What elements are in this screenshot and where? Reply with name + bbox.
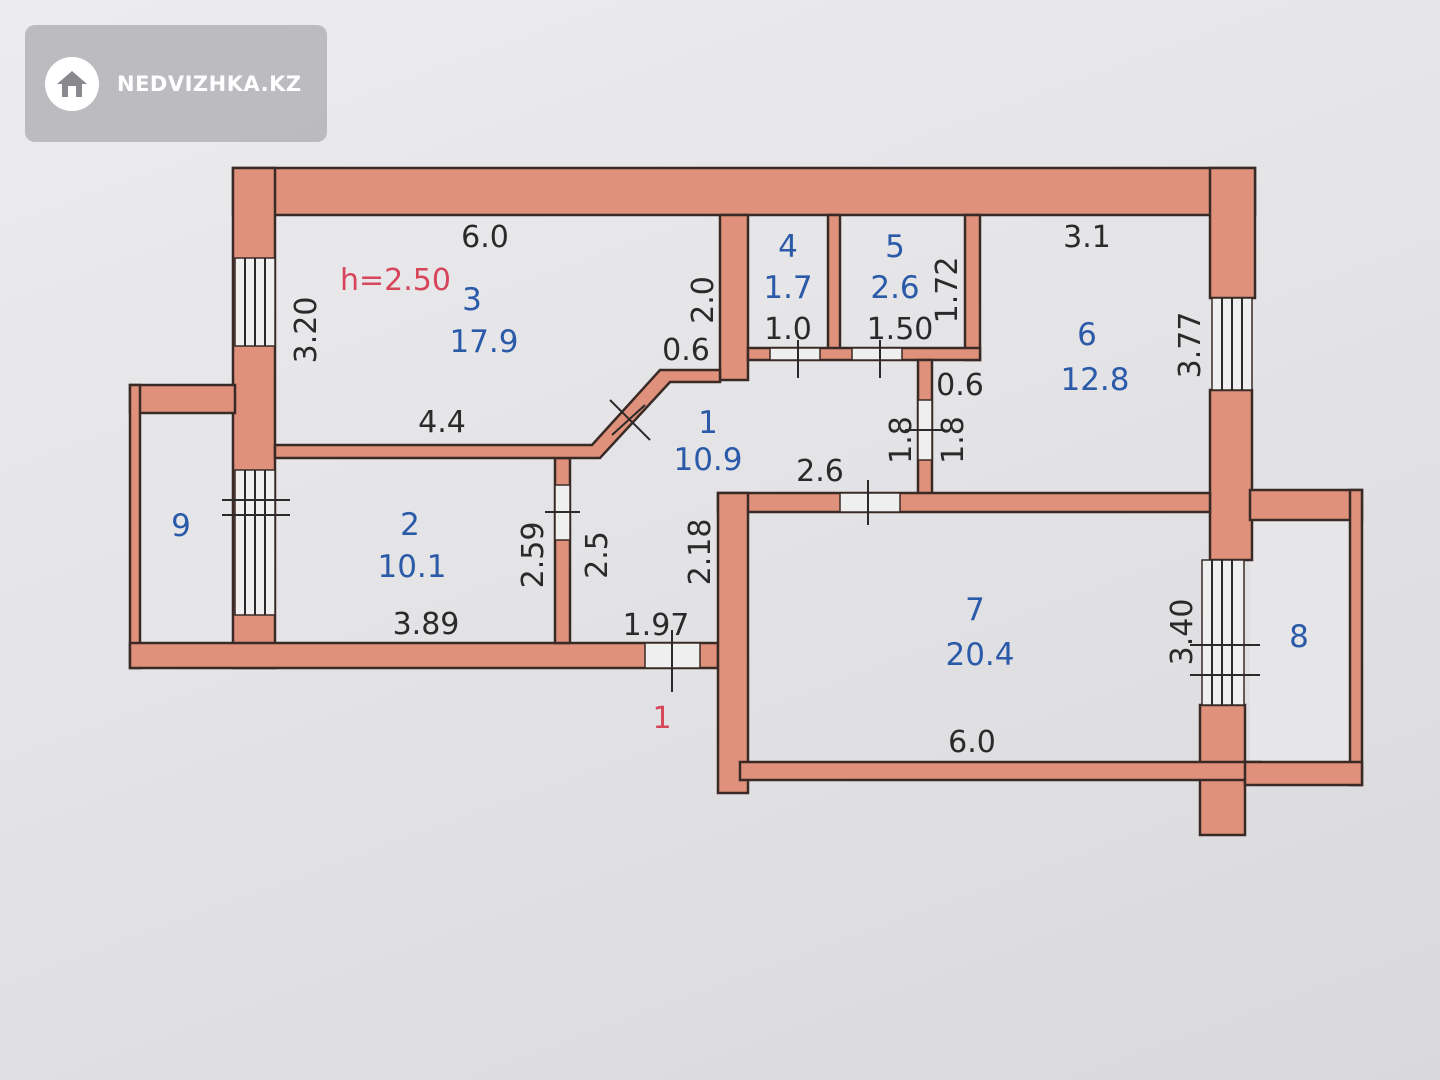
watermark-logo: NEDVIZHKA.KZ xyxy=(25,25,327,142)
entrance-label: 1 xyxy=(652,701,671,736)
dim-r2-right: 2.59 xyxy=(516,522,551,589)
dim-r2-bottom: 3.89 xyxy=(393,607,460,642)
windows xyxy=(222,257,1260,706)
dim-r7-bottom: 6.0 xyxy=(948,725,996,760)
room-1-area: 10.9 xyxy=(673,442,742,478)
room-4-area: 1.7 xyxy=(763,270,812,306)
room-7-number: 7 xyxy=(965,592,985,628)
dim-r3-top: 6.0 xyxy=(461,220,509,255)
room-5-area: 2.6 xyxy=(870,270,919,306)
room-9-number: 9 xyxy=(171,508,191,544)
room-6-area: 12.8 xyxy=(1060,362,1129,398)
dim-r1-low: 2.18 xyxy=(683,519,718,586)
dim-r3-diag: 0.6 xyxy=(662,333,710,368)
dim-r6-small: 0.6 xyxy=(936,368,984,403)
room-fills xyxy=(140,413,1352,762)
dim-r7-right: 3.40 xyxy=(1165,599,1200,666)
dim-r3-bottom: 4.4 xyxy=(418,405,466,440)
dim-r5-bottom: 1.50 xyxy=(867,312,934,347)
room-2-number: 2 xyxy=(400,507,420,543)
room-1-number: 1 xyxy=(698,405,718,441)
room-2-area: 10.1 xyxy=(377,549,446,585)
dim-r1-left: 2.5 xyxy=(580,531,615,579)
room-8-number: 8 xyxy=(1289,619,1309,655)
house-icon xyxy=(45,56,99,111)
doors xyxy=(545,340,945,692)
dim-r1-door: 1.97 xyxy=(623,608,690,643)
walls xyxy=(128,166,1364,837)
dim-r3-left: 3.20 xyxy=(289,297,324,364)
dim-r6-top: 3.1 xyxy=(1063,220,1111,255)
dim-r5-right: 1.72 xyxy=(930,257,965,324)
room-3-area: 17.9 xyxy=(449,324,518,360)
dim-r3-right: 2.0 xyxy=(686,276,721,324)
room-4-number: 4 xyxy=(778,229,798,265)
labels: h=2.50 3 17.9 1 10.9 2 10.1 4 1.7 5 2.6 … xyxy=(171,220,1309,760)
dim-r1-bottom: 2.6 xyxy=(796,454,844,489)
dim-r6-left: 1.8 xyxy=(936,416,971,464)
dim-r1-right: 1.8 xyxy=(884,416,919,464)
dim-r6-right: 3.77 xyxy=(1173,312,1208,379)
logo-text: NEDVIZHKA.KZ xyxy=(117,71,302,96)
room-5-number: 5 xyxy=(885,229,905,265)
room-6-number: 6 xyxy=(1077,317,1097,353)
room-3-number: 3 xyxy=(462,282,482,318)
dim-r4-bottom: 1.0 xyxy=(764,312,812,347)
room-7-area: 20.4 xyxy=(945,637,1014,673)
ceiling-height: h=2.50 xyxy=(340,263,451,298)
